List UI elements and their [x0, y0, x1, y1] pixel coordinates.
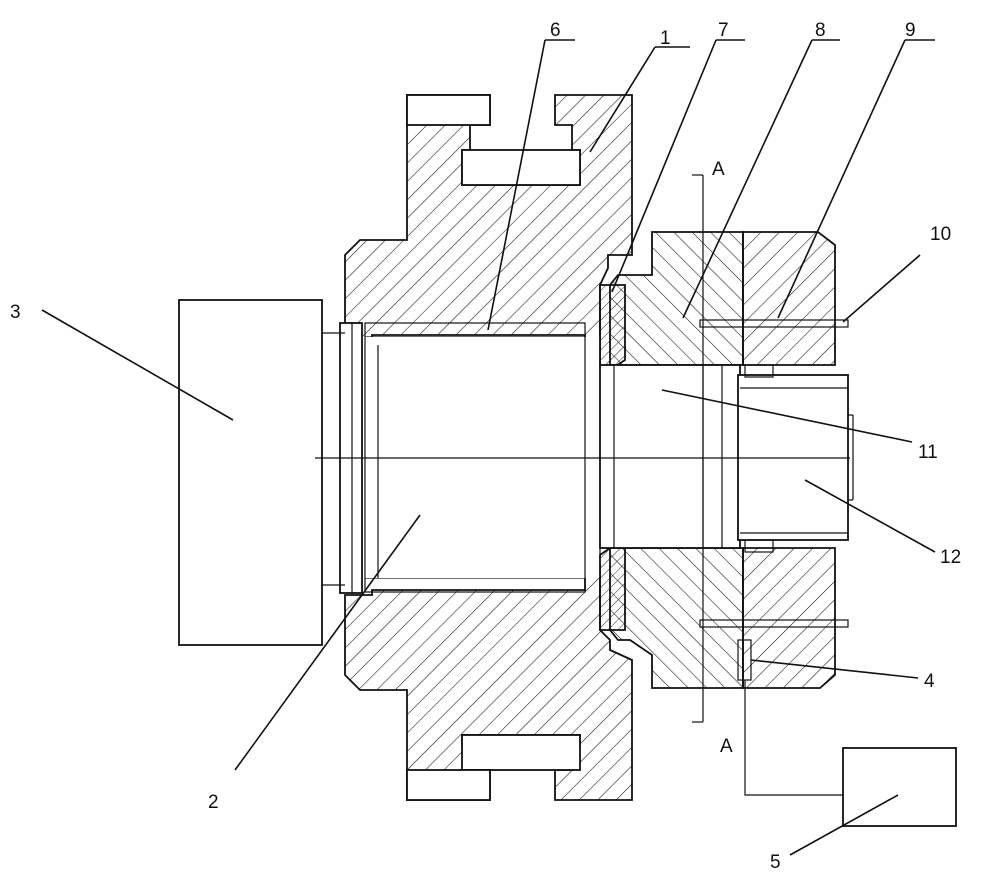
part-9-block-top — [742, 231, 836, 366]
leader-3 — [41, 309, 234, 421]
label-2: 2 — [208, 792, 219, 813]
label-4: 4 — [924, 671, 935, 692]
section-label-top: A — [712, 159, 725, 180]
label-12: 12 — [940, 547, 961, 568]
leader-8 — [682, 39, 813, 319]
label-10: 10 — [930, 224, 951, 245]
label-9: 9 — [905, 20, 916, 41]
part-5-box — [842, 747, 957, 827]
label-5: 5 — [770, 852, 781, 873]
part-3-box — [178, 299, 323, 646]
part-12-tab-top — [744, 364, 774, 378]
part-1-top-notch-left — [406, 94, 491, 126]
leader-2 — [234, 514, 421, 771]
part-1-bottom-slot — [461, 734, 581, 771]
label-11: 11 — [918, 442, 938, 463]
leader-9 — [777, 39, 906, 319]
sensor-wire — [744, 680, 843, 796]
leader-11 — [661, 389, 913, 443]
leader-6 — [487, 39, 546, 331]
part-12-tab-bottom — [744, 539, 774, 553]
label-8: 8 — [815, 20, 826, 41]
label-7: 7 — [718, 20, 729, 41]
leader-12 — [804, 479, 936, 553]
leader-1 — [589, 46, 656, 153]
leader-7 — [611, 39, 717, 293]
label-1: 1 — [660, 28, 671, 49]
part-10-pin-top — [699, 319, 849, 328]
leader-10 — [842, 254, 921, 323]
section-label-bottom: A — [720, 736, 733, 757]
part-1-bottom-notch-left — [406, 769, 491, 801]
label-3: 3 — [10, 302, 21, 323]
part-9-block-bottom — [742, 547, 836, 689]
part-10-pin-bottom — [699, 619, 849, 628]
part-1-top-slot — [461, 149, 581, 186]
label-6: 6 — [550, 20, 561, 41]
leader-4 — [750, 659, 919, 679]
leader-5 — [789, 794, 899, 856]
part-11-shaft — [599, 364, 741, 549]
